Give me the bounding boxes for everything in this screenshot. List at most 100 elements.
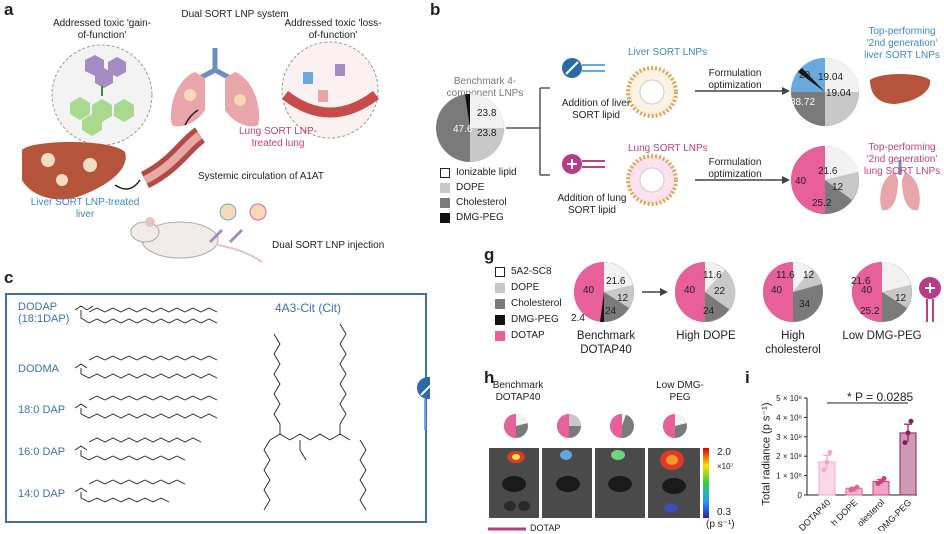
lung-pie-val-3: 12 — [832, 182, 844, 193]
panel-label-b: b — [430, 0, 441, 19]
data-point — [854, 484, 860, 490]
panel-g-pies — [574, 262, 941, 322]
g-chol-116: 11.6 — [776, 270, 795, 281]
i-annotation: * P = 0.0285 — [847, 390, 914, 404]
cit-lipid-icon — [417, 377, 430, 430]
data-point — [902, 440, 908, 446]
legend-ionizable: Ionizable lipid — [456, 167, 517, 178]
h-mini-pies — [504, 413, 687, 438]
top-lung-label: Top-performing '2nd generation' lung SOR… — [863, 142, 941, 177]
panel-label-h: h — [484, 368, 495, 387]
g-dope-116: 11.6 — [703, 270, 722, 281]
data-point — [821, 467, 827, 473]
g-chol-40: 40 — [771, 285, 783, 296]
legend-dope: DOPE — [456, 182, 485, 193]
liver-pie-val-1: 20 — [799, 70, 811, 81]
benchmark-label: Benchmark 4-component LNPs — [446, 76, 524, 99]
benchmark-val-1: 47.6 — [453, 124, 473, 135]
liver-label: Liver SORT LNP-treated liver — [30, 197, 140, 220]
right-bubble-label: Addressed toxic 'loss-of-function' — [284, 18, 382, 41]
g-peg-216: 21.6 — [851, 276, 871, 287]
y-tick-label: 2 × 10⁸ — [776, 452, 802, 461]
g-dope-40: 40 — [684, 285, 696, 296]
g-bench-216: 21.6 — [606, 276, 626, 287]
panel-a-illustration — [22, 41, 380, 263]
g-legend-peg-swatch — [495, 315, 505, 325]
g-label-high-dope: High DOPE — [676, 330, 736, 342]
panel-label-g: g — [484, 245, 495, 264]
legend-dmgpeg: DMG-PEG — [456, 212, 504, 223]
data-point — [905, 430, 911, 436]
liver-pie-val-3: 19.04 — [826, 88, 852, 99]
h-bottom-text: DOTAP — [530, 523, 561, 533]
top-liver-label: Top-performing '2nd generation' liver SO… — [864, 26, 940, 61]
y-tick-label: 0 — [798, 491, 803, 500]
y-tick-label: 1 × 10⁸ — [776, 472, 802, 481]
g-peg-252: 25.2 — [860, 306, 880, 317]
liver-title: Liver SORT LNPs — [628, 47, 708, 58]
data-point — [908, 418, 914, 424]
lung-pie-val-2: 21.6 — [818, 166, 838, 177]
g-label-low-peg: Low DMG-PEG — [842, 330, 922, 342]
formulation-label-2: Formulation optimization — [708, 157, 762, 180]
g-peg-12: 12 — [895, 293, 907, 304]
lipid-14-dap: 14:0 DAP — [18, 488, 66, 500]
g-dope-22: 22 — [714, 286, 726, 297]
x-tick-label: h DOPE — [829, 497, 859, 527]
panel-c-structures — [74, 305, 430, 511]
panel-label-c: c — [4, 268, 14, 287]
data-point — [827, 449, 833, 455]
x-tick-label: DOTAP40 — [797, 497, 833, 531]
h-scale-max: 2.0 — [717, 447, 731, 458]
g-label-benchmark: Benchmark DOTAP40 — [576, 330, 636, 356]
lung-pie-val-1: 40 — [795, 176, 807, 187]
g-legend-dotap-swatch — [495, 331, 505, 341]
g-chol-12: 12 — [803, 270, 815, 281]
g-pie-benchmark — [574, 262, 634, 322]
left-bubble-label: Addressed toxic 'gain-of-function' — [52, 18, 152, 41]
formulation-label-1: Formulation optimization — [708, 68, 762, 91]
g-dope-24: 24 — [703, 306, 715, 317]
lipid-dodap: DODAP (18:1DAP) — [18, 301, 70, 325]
liver-pie-val-2: 19.04 — [818, 72, 844, 83]
g-bench-24b: 2.4 — [571, 313, 585, 324]
lung-title: Lung SORT LNPs — [628, 143, 708, 154]
lipid-16-dap: 16:0 DAP — [18, 446, 66, 458]
lung-label: Lung SORT LNP-treated lung — [238, 126, 317, 149]
g-legend-5a2-swatch — [495, 267, 505, 277]
g-legend-peg: DMG-PEG — [511, 314, 559, 325]
g-bench-12: 12 — [617, 293, 629, 304]
lipid-18-dap: 18:0 DAP — [18, 404, 66, 416]
add-lung-label: Addition of lung SORT lipid — [557, 193, 627, 216]
legend-cholesterol-swatch — [440, 198, 450, 208]
legend-dmgpeg-swatch — [440, 213, 450, 223]
data-point — [824, 459, 830, 465]
circulation-label: Systemic circulation of A1AT — [198, 171, 324, 182]
dotap-lipid-icon — [919, 277, 941, 322]
y-tick-label: 3 × 10⁸ — [776, 433, 802, 442]
benchmark-pie — [436, 94, 504, 162]
g-bench-40: 40 — [583, 285, 595, 296]
h-ivis-images — [489, 448, 700, 518]
panel-a-title: Dual SORT LNP system — [181, 9, 289, 20]
h-label-left: Benchmark DOTAP40 — [492, 380, 544, 403]
cit-title: 4A3-Cit (Cit) — [275, 301, 342, 315]
benchmark-val-2: 23.8 — [477, 108, 497, 119]
panel-h-images — [488, 413, 709, 531]
h-scale-min: 0.3 — [717, 507, 731, 518]
g-legend-chol: Cholesterol — [511, 298, 562, 309]
g-legend-5a2: 5A2-SC8 — [511, 266, 552, 277]
g-legend-dope: DOPE — [511, 282, 540, 293]
h-label-right: Low DMG-PEG — [656, 380, 704, 403]
panel-label-i: i — [745, 368, 750, 387]
legend-ionizable-swatch — [440, 168, 450, 178]
g-pie-high-dope — [675, 262, 736, 322]
h-scale-exp: ×10⁷ — [717, 462, 734, 471]
bar — [899, 432, 917, 496]
g-legend-chol-swatch — [495, 299, 505, 309]
g-chol-34: 34 — [799, 299, 811, 310]
g-peg-40: 40 — [861, 285, 873, 296]
y-tick-label: 4 × 10⁸ — [776, 413, 802, 422]
g-pie-low-peg — [852, 262, 912, 322]
